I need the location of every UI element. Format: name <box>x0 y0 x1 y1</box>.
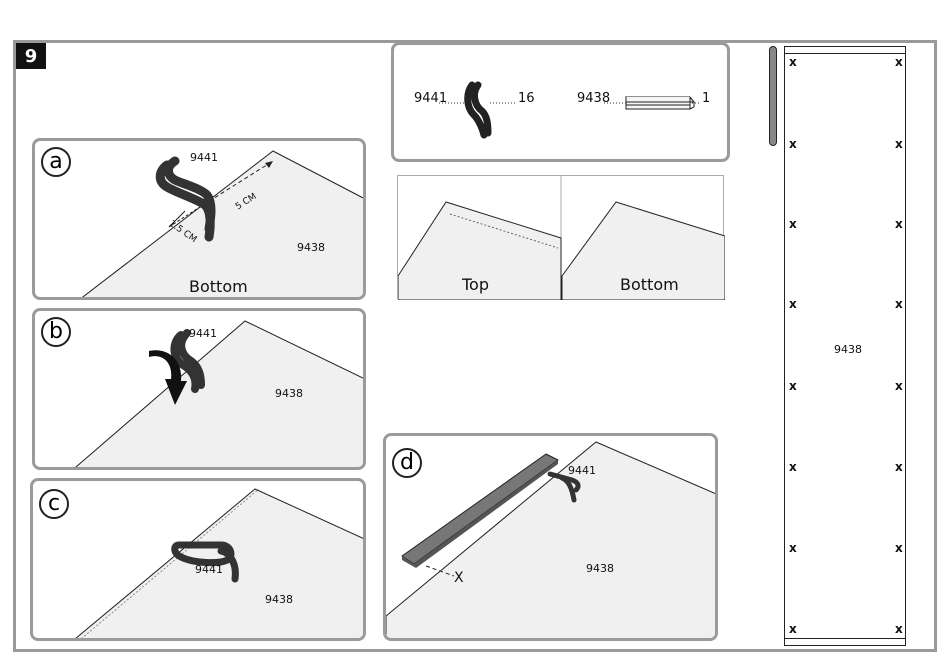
panel-a-clip-label: 9441 <box>190 151 218 164</box>
panel-d-letter: d <box>392 448 422 478</box>
view-top-label: Top <box>462 275 489 294</box>
panel-d-x-mark: X <box>454 570 464 586</box>
panel-b-mat-label: 9438 <box>275 387 303 400</box>
part-9441-id: 9441 <box>414 91 447 106</box>
strip-x-mark: x <box>895 297 903 311</box>
strip-x-mark: x <box>789 217 797 231</box>
strip-x-mark: x <box>789 297 797 311</box>
strip-label: 9438 <box>834 343 862 356</box>
panel-c: c 9441 9438 <box>30 478 366 641</box>
strip-x-mark: x <box>895 137 903 151</box>
panel-b: b 9441 9438 <box>32 308 366 470</box>
top-bottom-views: Top Bottom <box>397 175 724 299</box>
strip-x-mark: x <box>789 541 797 555</box>
panel-c-drawing <box>33 481 366 641</box>
panel-b-letter: b <box>41 317 71 347</box>
panel-a-mat-label: 9438 <box>297 241 325 254</box>
strip-x-mark: x <box>789 55 797 69</box>
panel-c-letter: c <box>39 489 69 519</box>
strip-x-mark: x <box>895 541 903 555</box>
panel-d-clip-label: 9441 <box>568 464 596 477</box>
folded-mat-9438-icon <box>626 97 694 109</box>
panel-d: d 9441 9438 X <box>383 433 718 641</box>
strip-x-mark: x <box>895 379 903 393</box>
strip-x-mark: x <box>789 460 797 474</box>
rolled-strip-9438 <box>769 46 777 146</box>
step-number-badge: 9 <box>16 43 46 69</box>
strip-x-mark: x <box>895 55 903 69</box>
strip-x-mark: x <box>895 460 903 474</box>
panel-c-clip-label: 9441 <box>195 563 223 576</box>
part-9441-qty: 16 <box>518 91 535 106</box>
panel-c-mat-label: 9438 <box>265 593 293 606</box>
strip-top-line <box>785 53 905 54</box>
strip-x-mark: x <box>789 379 797 393</box>
strip-x-mark: x <box>895 622 903 636</box>
strip-bottom-line <box>785 638 905 639</box>
mat-strip-9438: 9438 x x x x x x x x x x x x x x x x <box>784 46 906 646</box>
part-9438-id: 9438 <box>577 91 610 106</box>
parts-list-panel: 9441 16 9438 1 <box>391 42 730 162</box>
panel-a-letter: a <box>41 147 71 177</box>
panel-d-mat-label: 9438 <box>586 562 614 575</box>
panel-a-caption: Bottom <box>189 277 248 296</box>
view-bottom-label: Bottom <box>620 275 679 294</box>
strip-x-mark: x <box>895 217 903 231</box>
clip-9441-icon <box>468 85 488 135</box>
panel-b-clip-label: 9441 <box>189 327 217 340</box>
panel-d-drawing <box>386 436 718 641</box>
panel-a: a 9441 9438 1.5 CM 5 CM Bottom <box>32 138 366 300</box>
strip-x-mark: x <box>789 622 797 636</box>
part-9438-qty: 1 <box>702 91 710 106</box>
strip-x-mark: x <box>789 137 797 151</box>
